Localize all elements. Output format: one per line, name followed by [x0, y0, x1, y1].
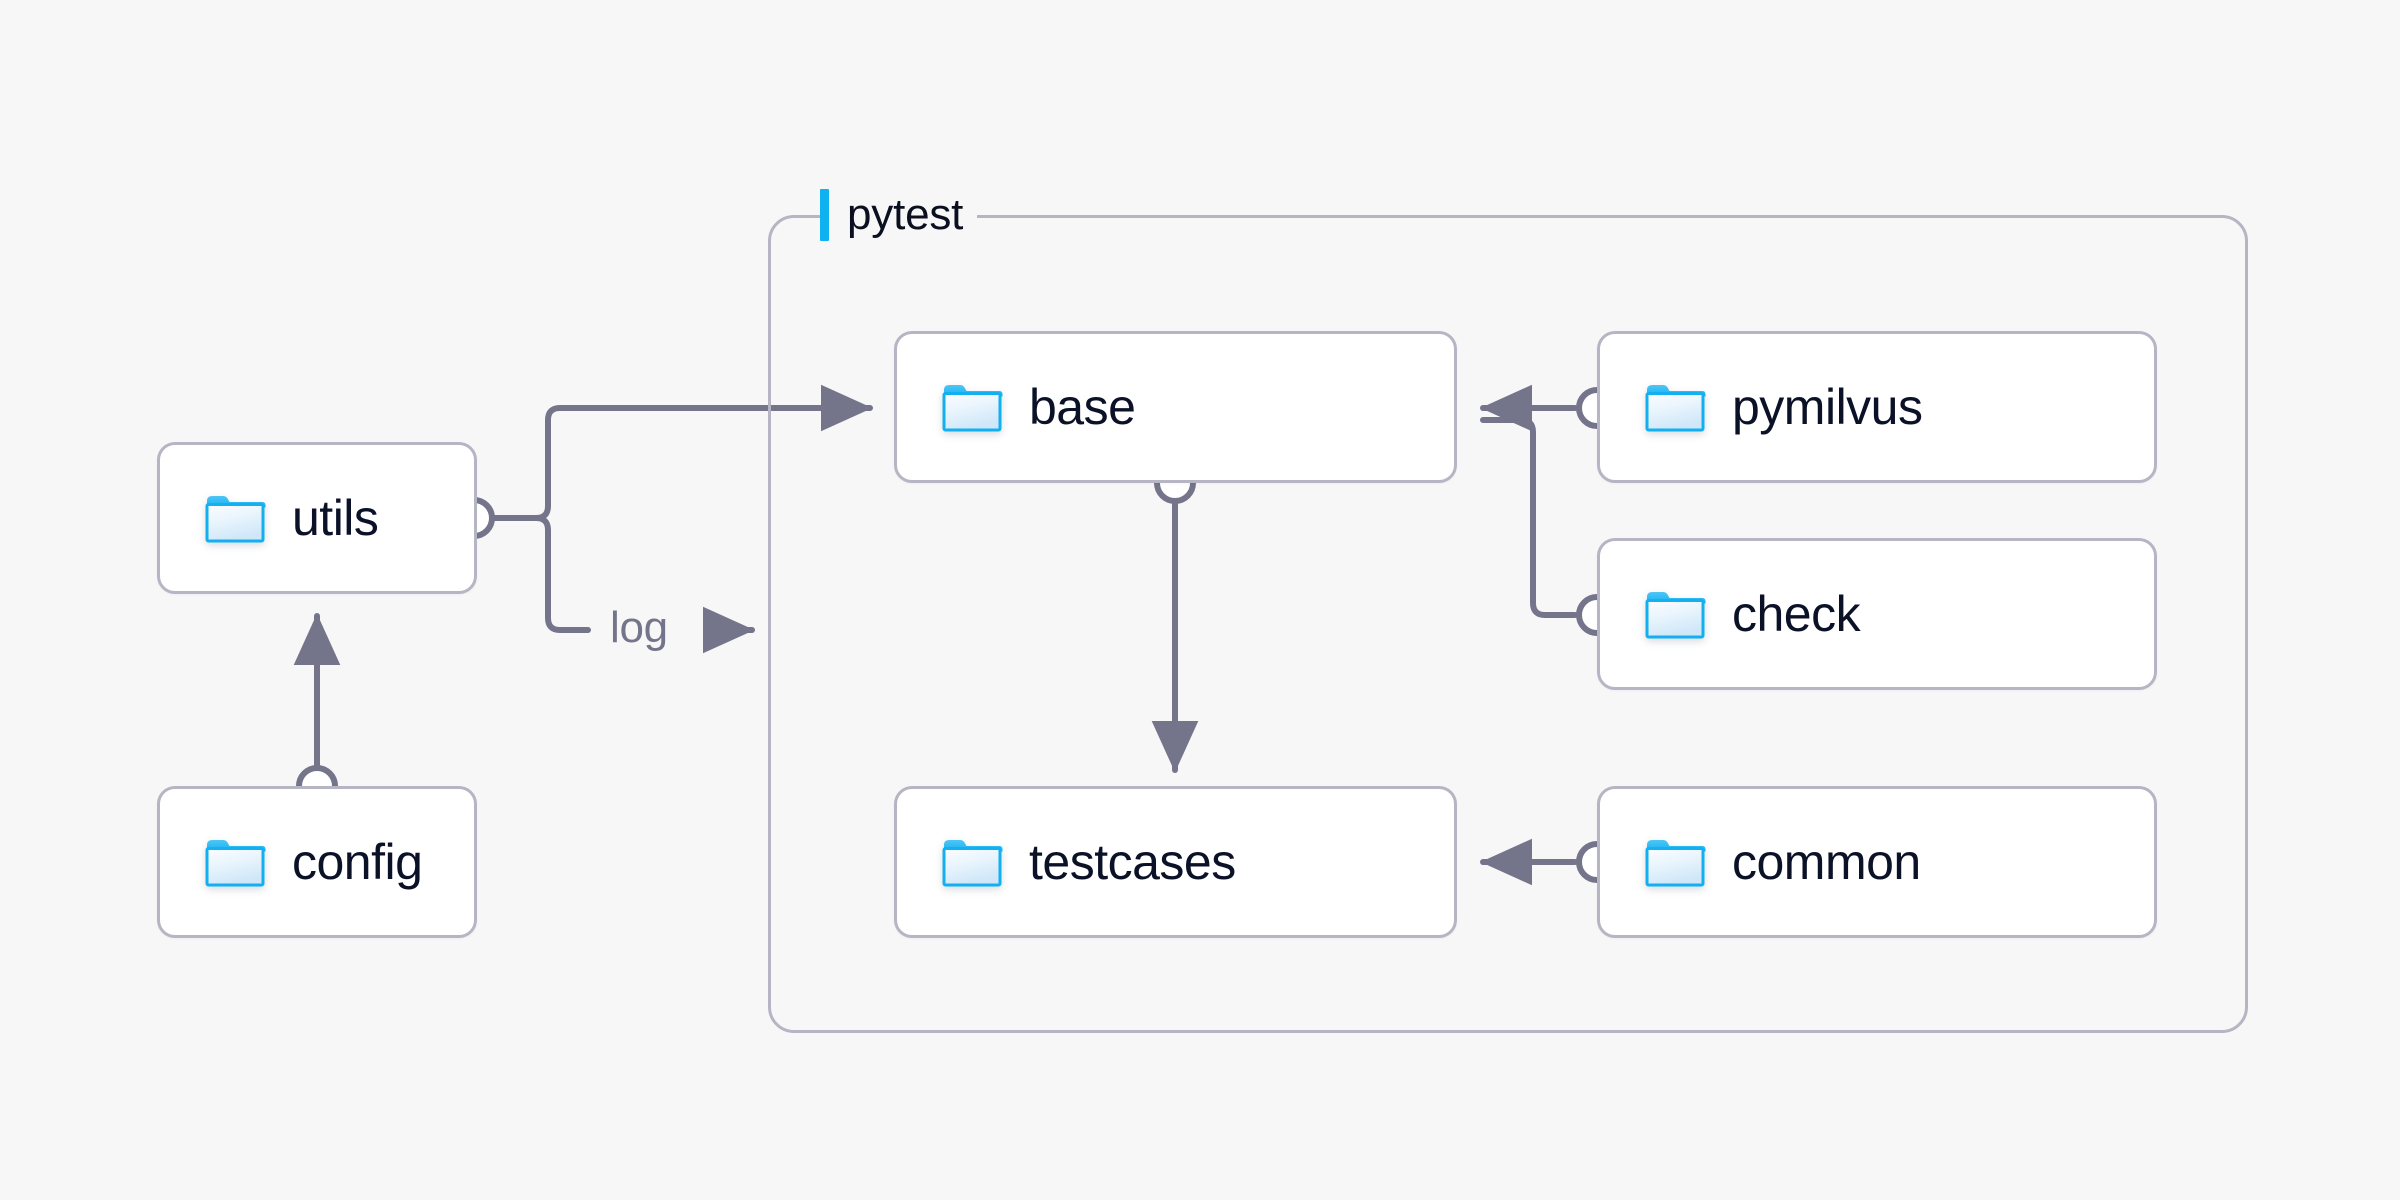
node-testcases-label: testcases — [1029, 834, 1236, 890]
edge-utils-to-log — [523, 515, 591, 633]
node-config-label: config — [292, 834, 423, 890]
node-base[interactable]: base — [894, 331, 1457, 483]
node-pymilvus[interactable]: pymilvus — [1597, 331, 2157, 483]
folder-icon — [205, 840, 266, 887]
folder-icon — [942, 385, 1003, 432]
folder-icon — [1645, 840, 1706, 887]
group-pytest-label: pytest — [820, 183, 978, 247]
folder-icon — [1645, 385, 1706, 432]
folder-icon — [942, 840, 1003, 887]
node-pymilvus-label: pymilvus — [1732, 379, 1923, 435]
group-pytest-label-text: pytest — [847, 190, 964, 239]
node-common[interactable]: common — [1597, 786, 2157, 938]
group-pytest[interactable] — [768, 215, 2248, 1033]
node-utils[interactable]: utils — [157, 442, 477, 594]
node-common-label: common — [1732, 834, 1921, 890]
node-config[interactable]: config — [157, 786, 477, 938]
folder-icon — [205, 496, 266, 543]
accent-bar-icon — [820, 189, 829, 241]
node-base-label: base — [1029, 379, 1136, 435]
node-check-label: check — [1732, 586, 1861, 642]
folder-icon — [1645, 592, 1706, 639]
node-utils-label: utils — [292, 490, 379, 546]
node-testcases[interactable]: testcases — [894, 786, 1457, 938]
node-check[interactable]: check — [1597, 538, 2157, 690]
edge-label-log: log — [600, 606, 678, 650]
